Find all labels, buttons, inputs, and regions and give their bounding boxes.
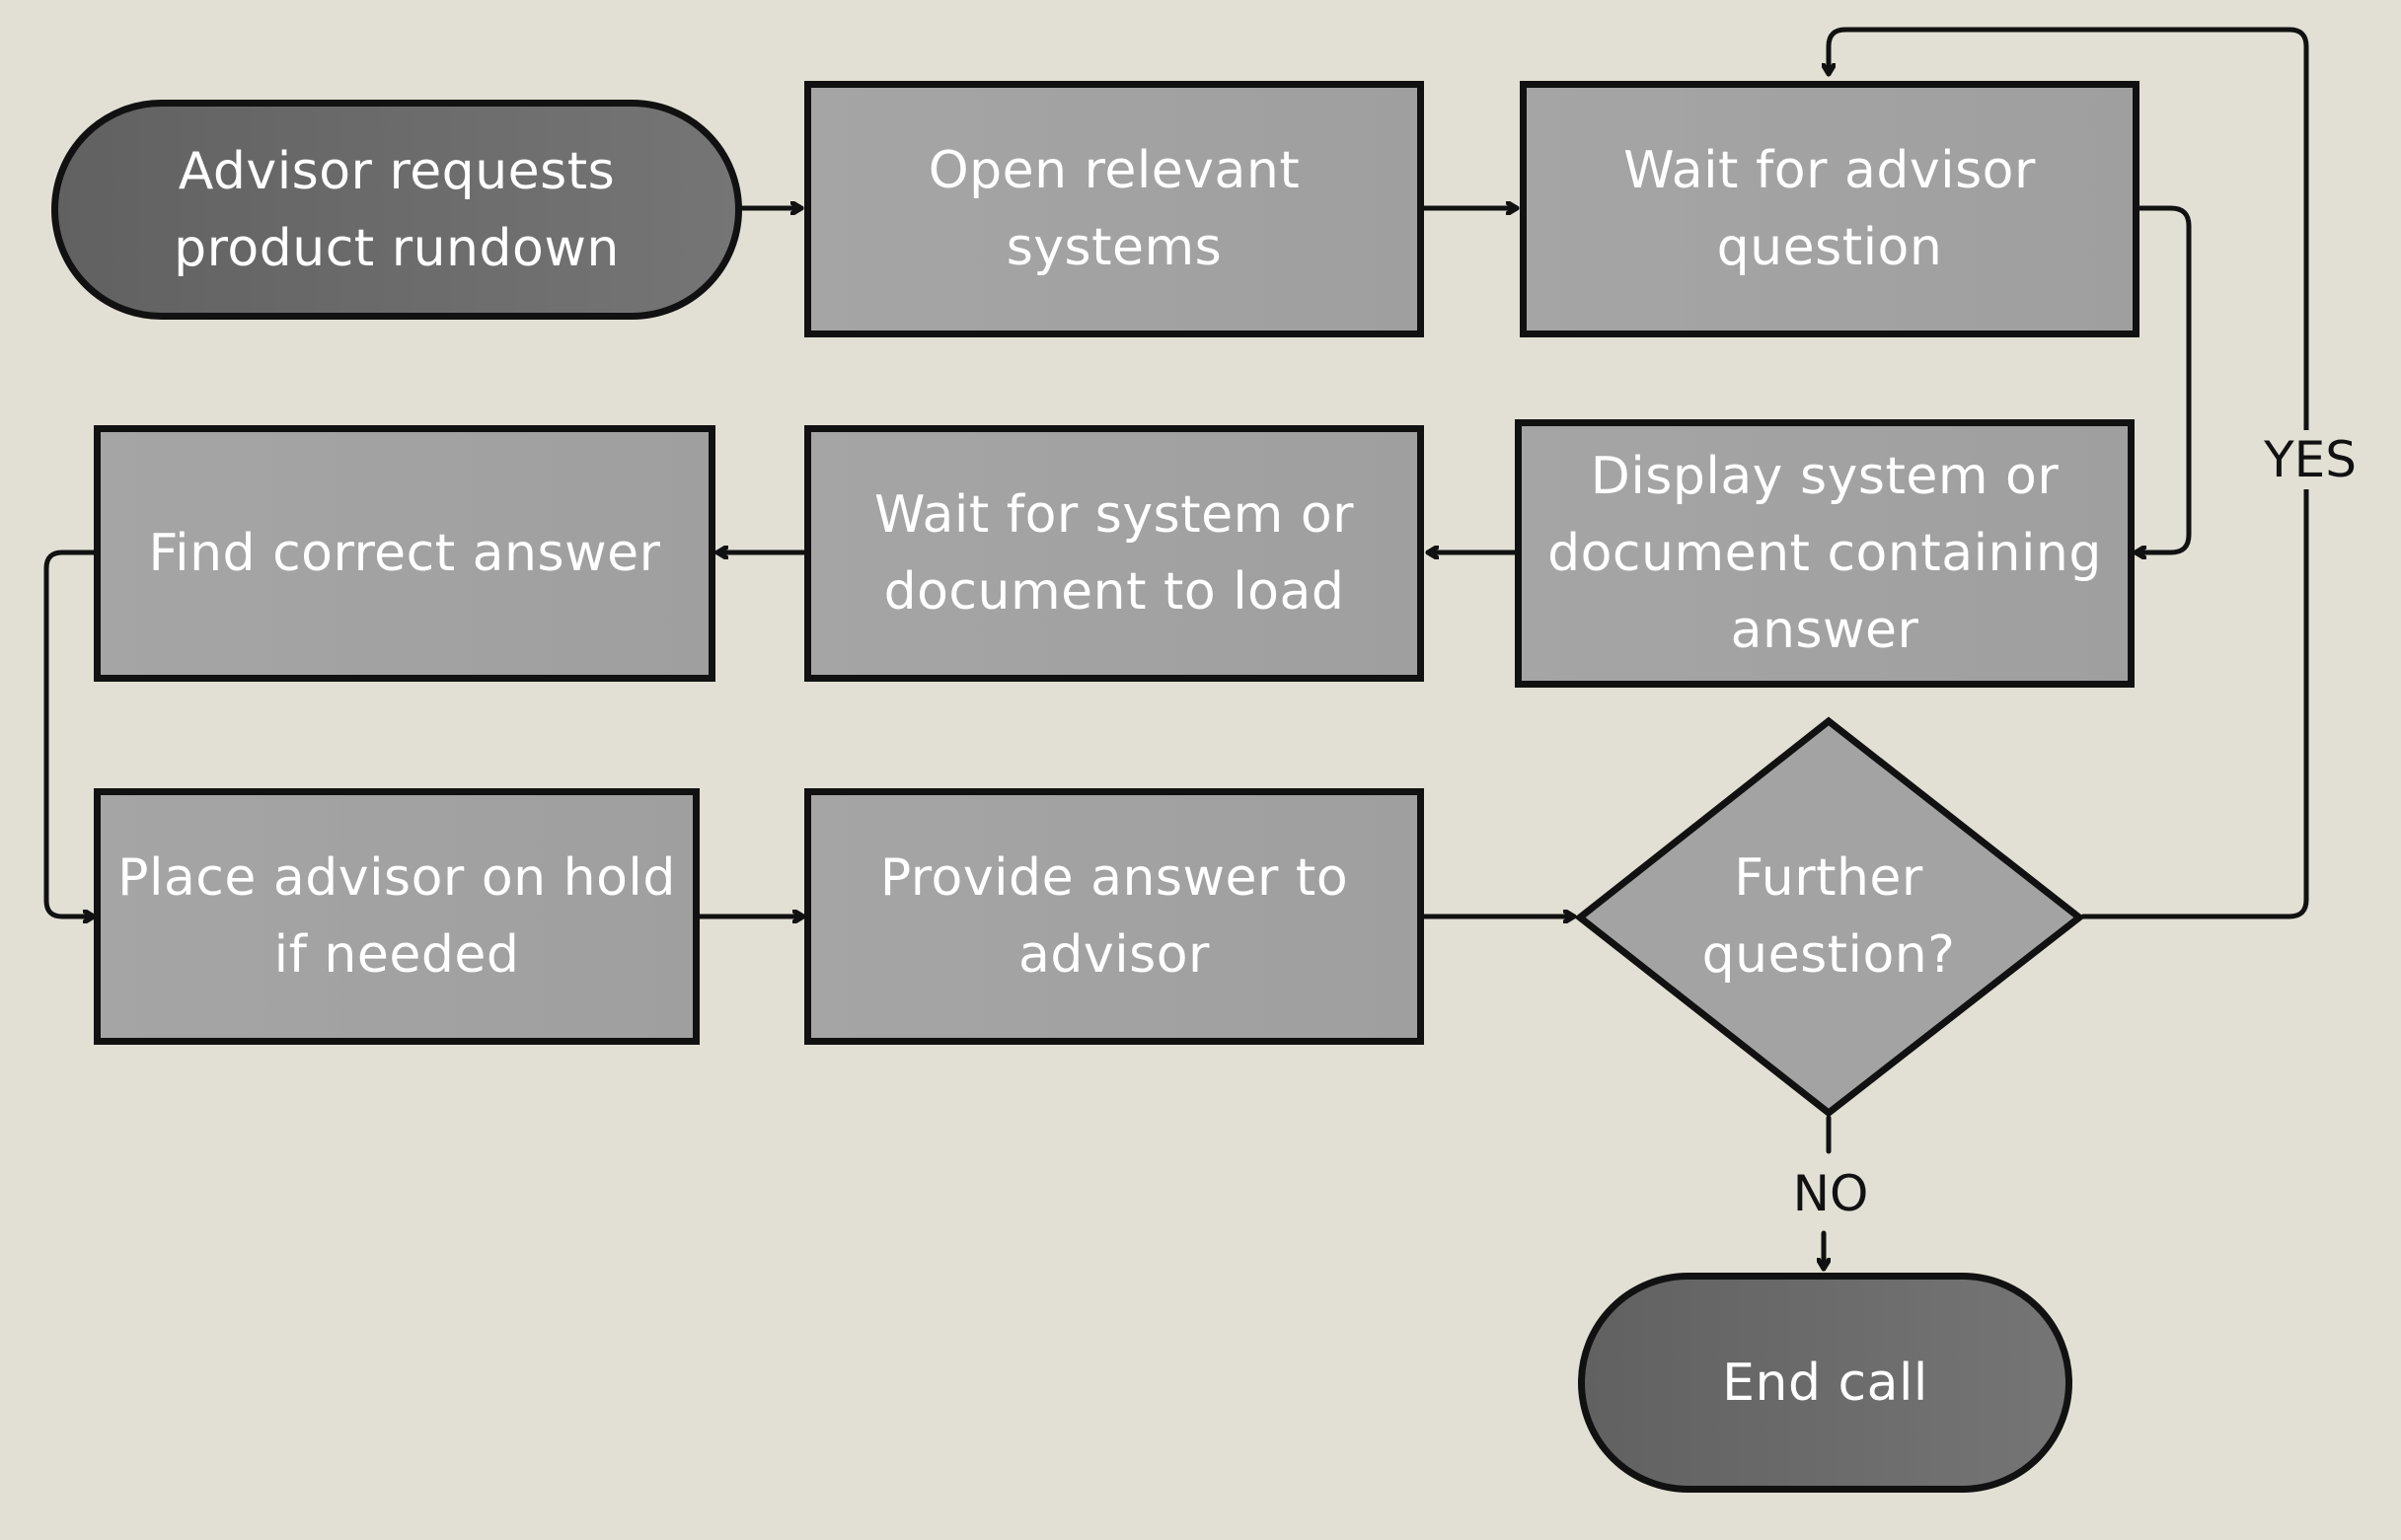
arrow-yes-loop: [1829, 27, 2309, 919]
wait-question-label: Wait for advisor question: [1623, 141, 2036, 277]
arrow-wait-to-display: [2133, 205, 2192, 552]
decision-diamond: [1574, 716, 2085, 1118]
place-hold-label: Place advisor on hold if needed: [117, 848, 676, 985]
open-systems-box: Open relevant systems: [804, 81, 1424, 337]
provide-answer-label: Provide answer to advisor: [879, 848, 1349, 985]
wait-load-label: Wait for system or document to load: [873, 485, 1355, 622]
wait-question-box: Wait for advisor question: [1520, 81, 2139, 337]
display-system-label: Display system or document containing an…: [1547, 447, 2102, 660]
open-systems-label: Open relevant systems: [928, 141, 1301, 277]
end-terminal: End call: [1578, 1273, 2072, 1493]
decision-label: Further question?: [1701, 848, 1956, 985]
find-answer-label: Find correct answer: [148, 524, 661, 583]
arrow-find-to-hold: [43, 550, 97, 917]
place-hold-box: Place advisor on hold if needed: [94, 788, 700, 1045]
no-label: NO: [1779, 1164, 1882, 1223]
end-label: End call: [1722, 1353, 1928, 1413]
display-system-box: Display system or document containing an…: [1515, 419, 2135, 688]
start-label: Advisor requests product rundown: [174, 141, 620, 278]
find-answer-box: Find correct answer: [94, 425, 715, 682]
yes-label: YES: [2250, 430, 2370, 489]
start-terminal: Advisor requests product rundown: [51, 100, 742, 320]
provide-answer-box: Provide answer to advisor: [804, 788, 1424, 1045]
wait-load-box: Wait for system or document to load: [804, 425, 1424, 682]
